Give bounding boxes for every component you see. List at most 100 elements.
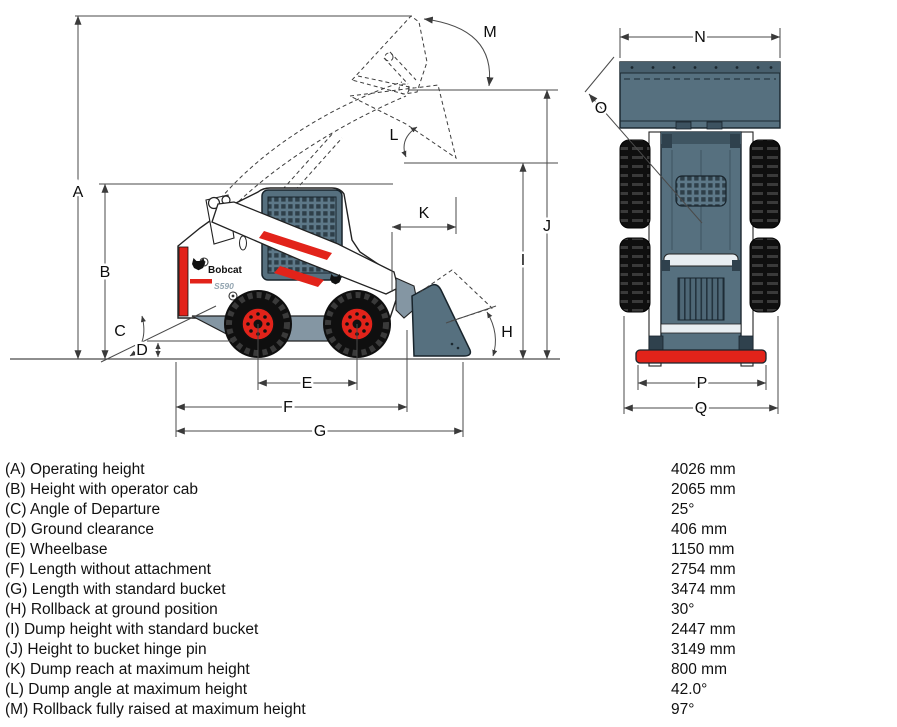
label-M: M: [483, 24, 496, 41]
label-C: C: [114, 323, 126, 340]
rollback-tangent-line: [445, 305, 497, 324]
roof-window-mesh: [675, 175, 727, 207]
left-arm-rail: [648, 131, 662, 367]
spec-label: Wheelbase: [29, 541, 108, 558]
spec-value: 4026 mm: [671, 461, 736, 478]
spec-label: Height with operator cab: [29, 481, 198, 498]
spec-code: (D): [5, 521, 31, 538]
logo-red-bar: [190, 279, 212, 284]
spec-label: Dump reach at maximum height: [29, 661, 250, 678]
rear-red-stripe: [178, 246, 189, 317]
side-dimensions: [10, 15, 560, 437]
spec-row: (K) Dump reach at maximum height 800 mm: [5, 660, 893, 680]
spec-code: (K): [5, 661, 30, 678]
spec-code: (G): [5, 581, 32, 598]
spec-value: 2065 mm: [671, 481, 736, 498]
spec-row: (H) Rollback at ground position 30°: [5, 600, 893, 620]
spec-label: Length without attachment: [29, 561, 211, 578]
spec-value: 2447 mm: [671, 621, 736, 638]
label-A: A: [73, 184, 84, 201]
spec-label: Length with standard bucket: [31, 581, 226, 598]
model-text: S590: [214, 281, 234, 291]
engine-vents: [677, 277, 725, 321]
spec-table: (A) Operating height 4026 mm (B) Height …: [5, 460, 893, 720]
spec-row: (I) Dump height with standard bucket 244…: [5, 620, 893, 640]
top-dimension-labels: N O P Q: [592, 27, 710, 420]
spec-row: (B) Height with operator cab 2065 mm: [5, 480, 893, 500]
label-F: F: [283, 399, 293, 416]
spec-value: 3474 mm: [671, 581, 736, 598]
dim-H-arc: [486, 311, 498, 357]
departure-angle-line: [100, 305, 217, 363]
loader-dimension-diagram: Bobcat S590: [10, 15, 781, 443]
spec-label: Dump angle at maximum height: [28, 681, 248, 698]
spec-code: (E): [5, 541, 30, 558]
spec-row: (M) Rollback fully raised at maximum hei…: [5, 700, 893, 720]
spec-row: (G) Length with standard bucket 3474 mm: [5, 580, 893, 600]
spec-code: (B): [5, 481, 30, 498]
spec-code: (I): [5, 621, 24, 638]
label-Q: Q: [695, 400, 707, 417]
rolled-bucket-dashed: [419, 269, 493, 323]
clearance-tangent-line: [584, 56, 615, 93]
top-dimensions: [584, 28, 781, 414]
spec-row: (E) Wheelbase 1150 mm: [5, 540, 893, 560]
label-E: E: [302, 375, 313, 392]
top-view: N O P Q: [584, 27, 781, 420]
label-O: O: [595, 100, 607, 117]
spec-row: (F) Length without attachment 2754 mm: [5, 560, 893, 580]
spec-code: (A): [5, 461, 30, 478]
side-dimension-labels: A B C D E F G H I J K L M: [70, 22, 553, 443]
label-N: N: [694, 29, 706, 46]
brand-text: Bobcat: [208, 265, 243, 276]
label-H: H: [501, 324, 513, 341]
spec-label: Height to bucket hinge pin: [27, 641, 207, 658]
spec-row: (D) Ground clearance 406 mm: [5, 520, 893, 540]
label-B: B: [100, 264, 111, 281]
spec-label: Angle of Departure: [29, 501, 161, 518]
spec-value: 30°: [671, 601, 695, 618]
top-body: [635, 131, 767, 364]
spec-label: Rollback at ground position: [30, 601, 218, 618]
spec-code: (H): [5, 601, 31, 618]
spec-value: 1150 mm: [671, 541, 735, 558]
rear-white-band: [660, 323, 742, 334]
spec-value: 25°: [671, 501, 695, 518]
spec-label: Rollback fully raised at maximum height: [32, 701, 306, 718]
spec-row: (C) Angle of Departure 25°: [5, 500, 893, 520]
spec-code: (M): [5, 701, 33, 718]
spec-row: (L) Dump angle at maximum height 42.0°: [5, 680, 893, 700]
roof-light-bar: [663, 253, 739, 267]
dim-C-arc: [129, 315, 146, 357]
spec-value: 2754 mm: [671, 561, 736, 578]
arm-red-stripe: [259, 231, 332, 260]
label-G: G: [314, 423, 326, 440]
spec-row: (J) Height to bucket hinge pin 3149 mm: [5, 640, 893, 660]
spec-row: (A) Operating height 4026 mm: [5, 460, 893, 480]
dim-O-leader: [588, 93, 703, 224]
spec-code: (J): [5, 641, 28, 658]
label-J: J: [543, 218, 551, 235]
body-red-stripe: [274, 266, 324, 287]
spec-value: 42.0°: [671, 681, 708, 698]
label-L: L: [390, 127, 399, 144]
spec-value: 3149 mm: [671, 641, 736, 658]
label-P: P: [697, 375, 708, 392]
rear-bumper: [635, 349, 767, 364]
dim-M-arc: [423, 16, 494, 87]
ground-bucket: [411, 269, 497, 357]
spec-label: Ground clearance: [30, 521, 155, 538]
spec-label: Dump height with standard bucket: [23, 621, 259, 638]
dumped-bucket-dashed: [348, 84, 457, 160]
label-K: K: [419, 205, 430, 222]
dim-L-arc: [401, 126, 418, 158]
spec-code: (L): [5, 681, 29, 698]
spec-code: (C): [5, 501, 30, 518]
spec-label: Operating height: [29, 461, 145, 478]
label-D: D: [136, 342, 148, 359]
spec-value: 97°: [671, 701, 695, 718]
side-view: Bobcat S590: [10, 15, 560, 443]
top-tires: [619, 139, 781, 313]
spec-value: 800 mm: [671, 661, 727, 678]
top-bucket: [619, 61, 781, 130]
